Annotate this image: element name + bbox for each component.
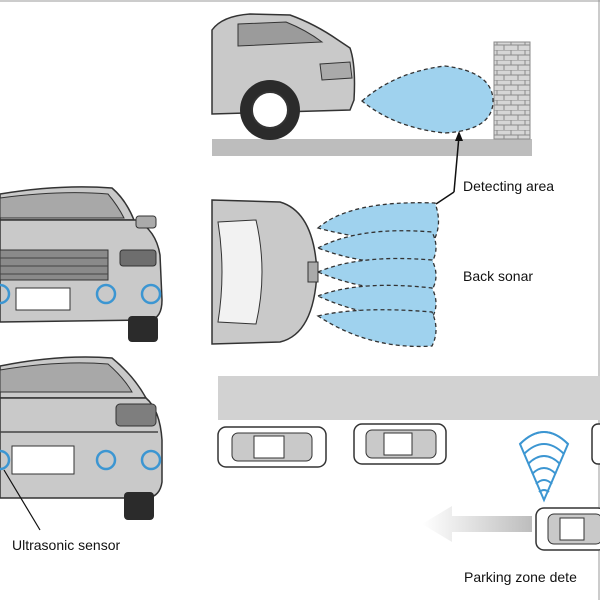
label-ultrasonic-sensor: Ultrasonic sensor	[12, 537, 121, 553]
rear-sensor-1	[95, 449, 117, 471]
front-car-grille	[0, 249, 109, 281]
side-view-scene	[211, 13, 532, 156]
brick-wall	[493, 41, 531, 140]
detecting-area-pointer-2	[435, 191, 455, 205]
ultrasonic-pointer	[3, 469, 41, 531]
label-back-sonar: Back sonar	[463, 268, 534, 284]
front-car-plate	[15, 287, 71, 311]
rear-car-plate	[11, 445, 75, 475]
front-car-headlight	[119, 249, 157, 267]
side-detection-lobe	[360, 65, 494, 134]
front-car-windshield	[0, 192, 125, 219]
front-car-tire	[128, 316, 158, 342]
side-car-window	[237, 21, 324, 47]
parked-car-2	[353, 423, 447, 465]
curb-strip	[218, 376, 600, 420]
side-car-rear-light	[319, 61, 353, 81]
rear-sensor-2	[140, 449, 162, 471]
back-sonar-scene	[211, 199, 440, 348]
front-car-mirror	[135, 215, 157, 229]
parking-sonar-waves	[518, 431, 570, 503]
sonar-lobe-2	[316, 230, 437, 264]
parked-car-1	[217, 426, 327, 468]
detecting-area-pointer	[453, 135, 460, 193]
parking-zone-scene	[217, 376, 600, 551]
front-sensor-2	[140, 283, 162, 305]
front-sensor-1	[95, 283, 117, 305]
label-detecting-area: Detecting area	[463, 178, 555, 194]
moving-car	[535, 507, 600, 551]
pointer-arrowhead	[455, 131, 463, 141]
sonar-lobe-5	[316, 309, 437, 348]
rear-car-tire	[124, 492, 154, 520]
topview-car-rear-window	[217, 219, 263, 325]
parked-car-3	[591, 423, 600, 465]
side-car-hub	[251, 91, 289, 129]
topview-car-bumper	[307, 261, 319, 283]
front-sensor-3	[0, 283, 11, 305]
rear-car-taillight	[115, 403, 157, 427]
label-parking-zone: Parking zone dete	[464, 569, 577, 585]
rear-view-car	[0, 356, 163, 531]
rear-car-window	[0, 362, 133, 393]
front-view-car	[0, 186, 163, 342]
direction-arrow	[422, 506, 532, 542]
rear-sensor-3	[0, 449, 11, 471]
road-surface	[212, 139, 532, 156]
